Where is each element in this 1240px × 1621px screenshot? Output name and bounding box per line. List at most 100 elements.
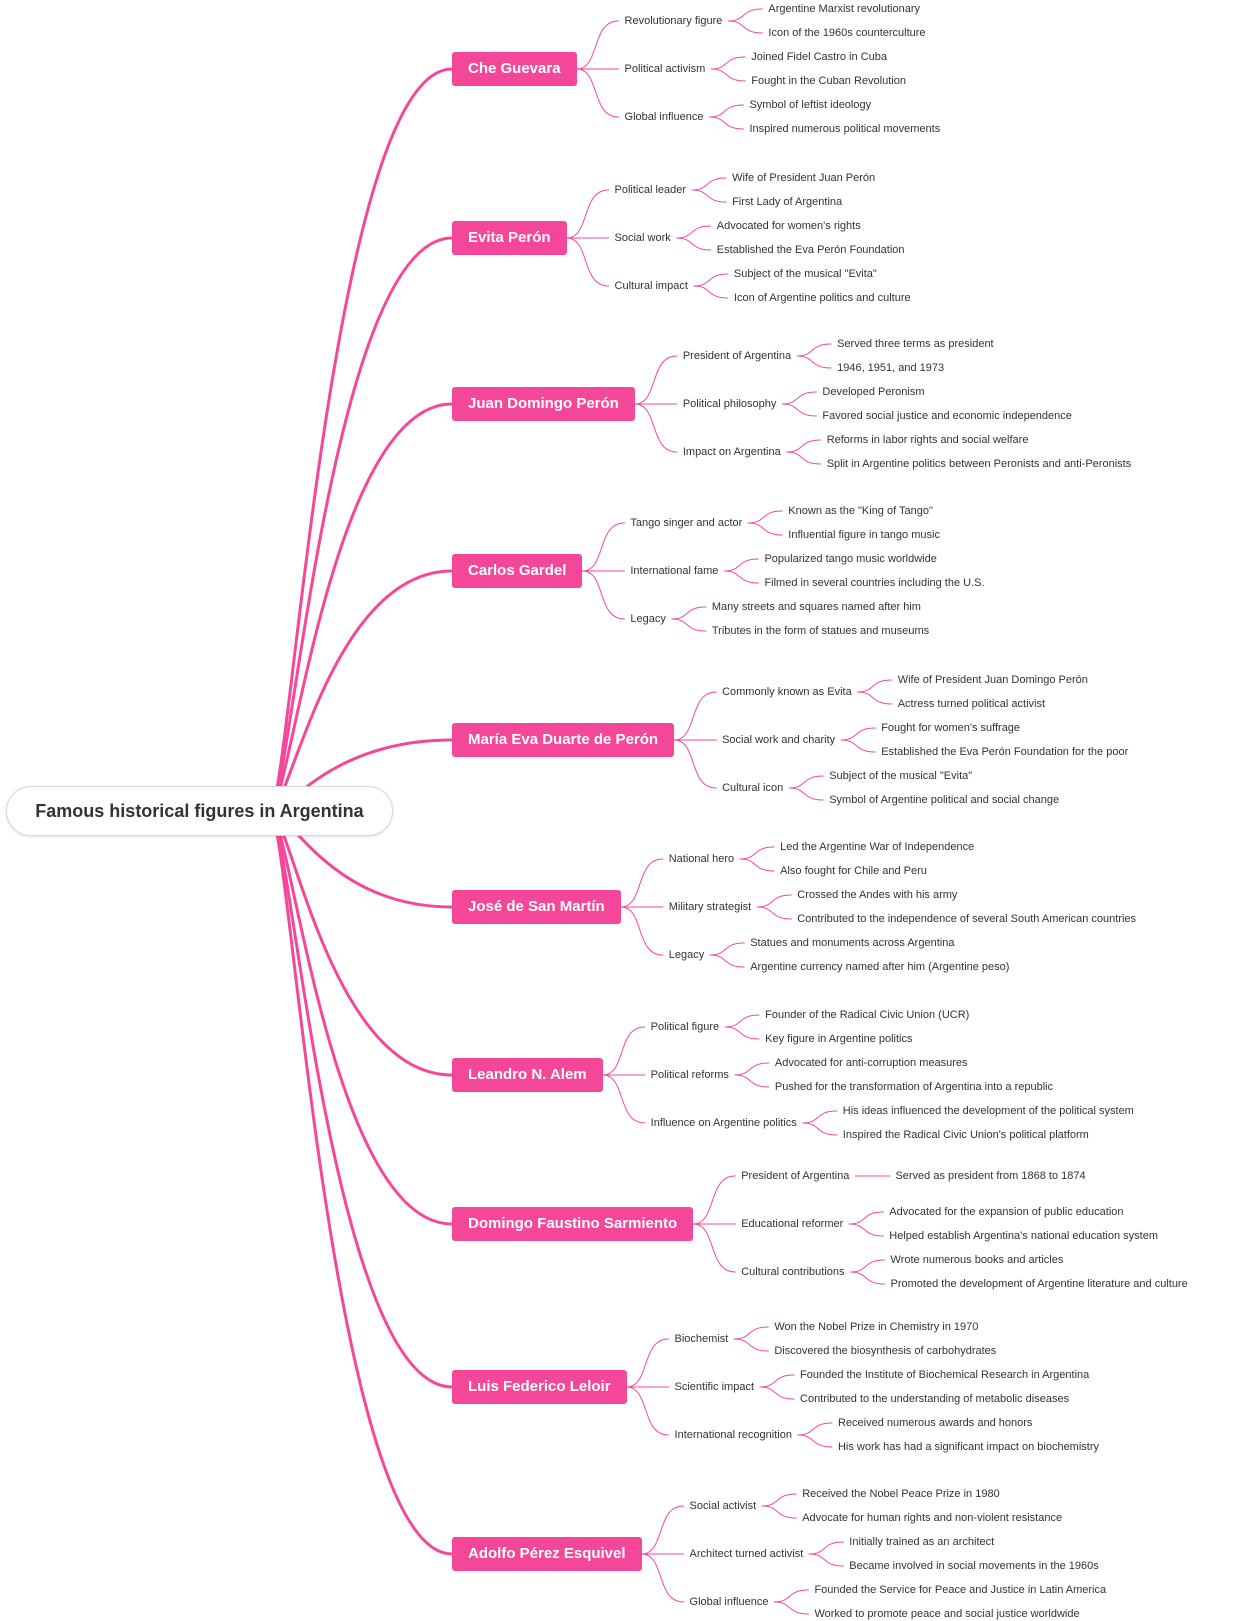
detail-label[interactable]: Served three terms as president	[837, 338, 994, 350]
detail-label[interactable]: Symbol of leftist ideology	[749, 99, 872, 111]
subtopic-label[interactable]: Cultural impact	[614, 280, 688, 292]
detail-label[interactable]: 1946, 1951, and 1973	[837, 362, 945, 374]
detail-label[interactable]: Wrote numerous books and articles	[890, 1254, 1064, 1266]
detail-label[interactable]: Advocated for anti-corruption measures	[774, 1057, 968, 1069]
detail-label[interactable]: His ideas influenced the development of …	[842, 1105, 1134, 1117]
subtopic-label[interactable]: Legacy	[630, 613, 666, 625]
detail-label[interactable]: Favored social justice and economic inde…	[822, 410, 1072, 422]
detail-label[interactable]: Icon of the 1960s counterculture	[768, 27, 926, 39]
subtopic-label[interactable]: National hero	[668, 853, 735, 865]
subtopic-label[interactable]: Political activism	[624, 63, 706, 75]
detail-label[interactable]: Joined Fidel Castro in Cuba	[751, 51, 887, 63]
detail-label[interactable]: Advocate for human rights and non-violen…	[802, 1512, 1063, 1524]
detail-label[interactable]: Many streets and squares named after him	[711, 601, 921, 613]
detail-label[interactable]: Influential figure in tango music	[788, 529, 940, 541]
detail-label[interactable]: Fought in the Cuban Revolution	[751, 75, 906, 87]
detail-label[interactable]: First Lady of Argentina	[732, 196, 843, 208]
figure-node[interactable]: Adolfo Pérez Esquivel	[452, 1537, 642, 1571]
subtopic-label[interactable]: Architect turned activist	[689, 1548, 804, 1560]
figure-node[interactable]: Evita Perón	[452, 221, 567, 255]
subtopic-label[interactable]: President of Argentina	[682, 350, 792, 362]
subtopic-label[interactable]: Influence on Argentine politics	[650, 1117, 797, 1129]
subtopic-label[interactable]: Global influence	[689, 1596, 769, 1608]
detail-label[interactable]: Split in Argentine politics between Pero…	[826, 458, 1132, 470]
detail-label[interactable]: Key figure in Argentine politics	[765, 1033, 913, 1045]
subtopic-label[interactable]: Social activist	[689, 1500, 757, 1512]
detail-label[interactable]: Fought for women's suffrage	[881, 722, 1021, 734]
detail-label[interactable]: Founder of the Radical Civic Union (UCR)	[765, 1009, 970, 1021]
detail-label[interactable]: Contributed to the understanding of meta…	[800, 1393, 1070, 1405]
detail-label[interactable]: Helped establish Argentina's national ed…	[889, 1230, 1159, 1242]
detail-label[interactable]: Wife of President Juan Perón	[732, 172, 876, 184]
subtopic-label[interactable]: International recognition	[674, 1429, 792, 1441]
subtopic-label[interactable]: Cultural contributions	[741, 1266, 845, 1278]
subtopic-label[interactable]: Political leader	[614, 184, 687, 196]
detail-label[interactable]: Served as president from 1868 to 1874	[895, 1170, 1086, 1182]
figure-node[interactable]: Luis Federico Leloir	[452, 1370, 627, 1404]
subtopic-label[interactable]: Social work	[614, 232, 671, 244]
figure-node[interactable]: José de San Martín	[452, 890, 621, 924]
detail-label[interactable]: Received the Nobel Peace Prize in 1980	[802, 1488, 1000, 1500]
subtopic-label[interactable]: Scientific impact	[674, 1381, 755, 1393]
detail-label[interactable]: Initially trained as an architect	[849, 1536, 995, 1548]
detail-label[interactable]: Won the Nobel Prize in Chemistry in 1970	[774, 1321, 979, 1333]
figure-node[interactable]: María Eva Duarte de Perón	[452, 723, 675, 757]
subtopic-label[interactable]: Tango singer and actor	[630, 517, 743, 529]
figure-node[interactable]: Domingo Faustino Sarmiento	[452, 1207, 694, 1241]
root-topic[interactable]: Famous historical figures in Argentina	[6, 786, 393, 836]
detail-label[interactable]: Contributed to the independence of sever…	[797, 913, 1137, 925]
detail-label[interactable]: Reforms in labor rights and social welfa…	[826, 434, 1029, 446]
subtopic-label[interactable]: Commonly known as Evita	[722, 686, 852, 698]
detail-label[interactable]: Argentine Marxist revolutionary	[768, 3, 921, 15]
detail-label[interactable]: Received numerous awards and honors	[837, 1417, 1033, 1429]
detail-label[interactable]: Also fought for Chile and Peru	[780, 865, 927, 877]
detail-label[interactable]: Actress turned political activist	[897, 698, 1046, 710]
subtopic-label[interactable]: President of Argentina	[741, 1170, 850, 1182]
detail-label[interactable]: Worked to promote peace and social justi…	[814, 1608, 1080, 1620]
detail-label[interactable]: His work has had a significant impact on…	[837, 1441, 1100, 1453]
detail-label[interactable]: Subject of the musical "Evita"	[829, 770, 973, 782]
subtopic-label[interactable]: Biochemist	[674, 1333, 729, 1345]
detail-label[interactable]: Advocated for the expansion of public ed…	[889, 1206, 1124, 1218]
detail-label[interactable]: Statues and monuments across Argentina	[750, 937, 955, 949]
detail-label[interactable]: Crossed the Andes with his army	[797, 889, 958, 901]
subtopic-label[interactable]: Political figure	[650, 1021, 720, 1033]
figure-node[interactable]: Carlos Gardel	[452, 554, 583, 588]
detail-label[interactable]: Wife of President Juan Domingo Perón	[897, 674, 1088, 686]
subtopic-label[interactable]: Cultural icon	[722, 782, 784, 794]
detail-label[interactable]: Tributes in the form of statues and muse…	[711, 625, 930, 637]
detail-label[interactable]: Subject of the musical "Evita"	[733, 268, 877, 280]
detail-label[interactable]: Filmed in several countries including th…	[764, 577, 985, 589]
detail-label[interactable]: Argentine currency named after him (Arge…	[750, 961, 1010, 973]
detail-label[interactable]: Led the Argentine War of Independence	[780, 841, 975, 853]
subtopic-label[interactable]: Political philosophy	[682, 398, 777, 410]
detail-label[interactable]: Established the Eva Perón Foundation	[716, 244, 905, 256]
subtopic-label[interactable]: Educational reformer	[741, 1218, 844, 1230]
detail-label[interactable]: Icon of Argentine politics and culture	[733, 292, 911, 304]
detail-label[interactable]: Promoted the development of Argentine li…	[890, 1278, 1188, 1290]
detail-label[interactable]: Discovered the biosynthesis of carbohydr…	[774, 1345, 997, 1357]
subtopic-label[interactable]: Political reforms	[650, 1069, 729, 1081]
detail-label[interactable]: Developed Peronism	[822, 386, 925, 398]
detail-label[interactable]: Advocated for women's rights	[716, 220, 861, 232]
detail-label[interactable]: Known as the "King of Tango"	[788, 505, 933, 517]
subtopic-label[interactable]: Social work and charity	[722, 734, 836, 746]
detail-label[interactable]: Established the Eva Perón Foundation for…	[881, 746, 1129, 758]
detail-label[interactable]: Became involved in social movements in t…	[849, 1560, 1099, 1572]
subtopic-label[interactable]: International fame	[630, 565, 719, 577]
subtopic-label[interactable]: Impact on Argentina	[682, 446, 781, 458]
detail-label[interactable]: Founded the Institute of Biochemical Res…	[800, 1369, 1090, 1381]
detail-label[interactable]: Inspired numerous political movements	[749, 123, 941, 135]
subtopic-label[interactable]: Legacy	[668, 949, 705, 961]
figure-node[interactable]: Che Guevara	[452, 52, 577, 86]
detail-label[interactable]: Inspired the Radical Civic Union's polit…	[842, 1129, 1089, 1141]
detail-label[interactable]: Founded the Service for Peace and Justic…	[814, 1584, 1107, 1596]
subtopic-label[interactable]: Global influence	[624, 111, 704, 123]
detail-label[interactable]: Popularized tango music worldwide	[764, 553, 937, 565]
subtopic-label[interactable]: Military strategist	[668, 901, 752, 913]
figure-node[interactable]: Juan Domingo Perón	[452, 387, 635, 421]
figure-node[interactable]: Leandro N. Alem	[452, 1058, 603, 1092]
detail-label[interactable]: Symbol of Argentine political and social…	[829, 794, 1060, 806]
detail-label[interactable]: Pushed for the transformation of Argenti…	[774, 1081, 1054, 1093]
subtopic-label[interactable]: Revolutionary figure	[624, 15, 723, 27]
